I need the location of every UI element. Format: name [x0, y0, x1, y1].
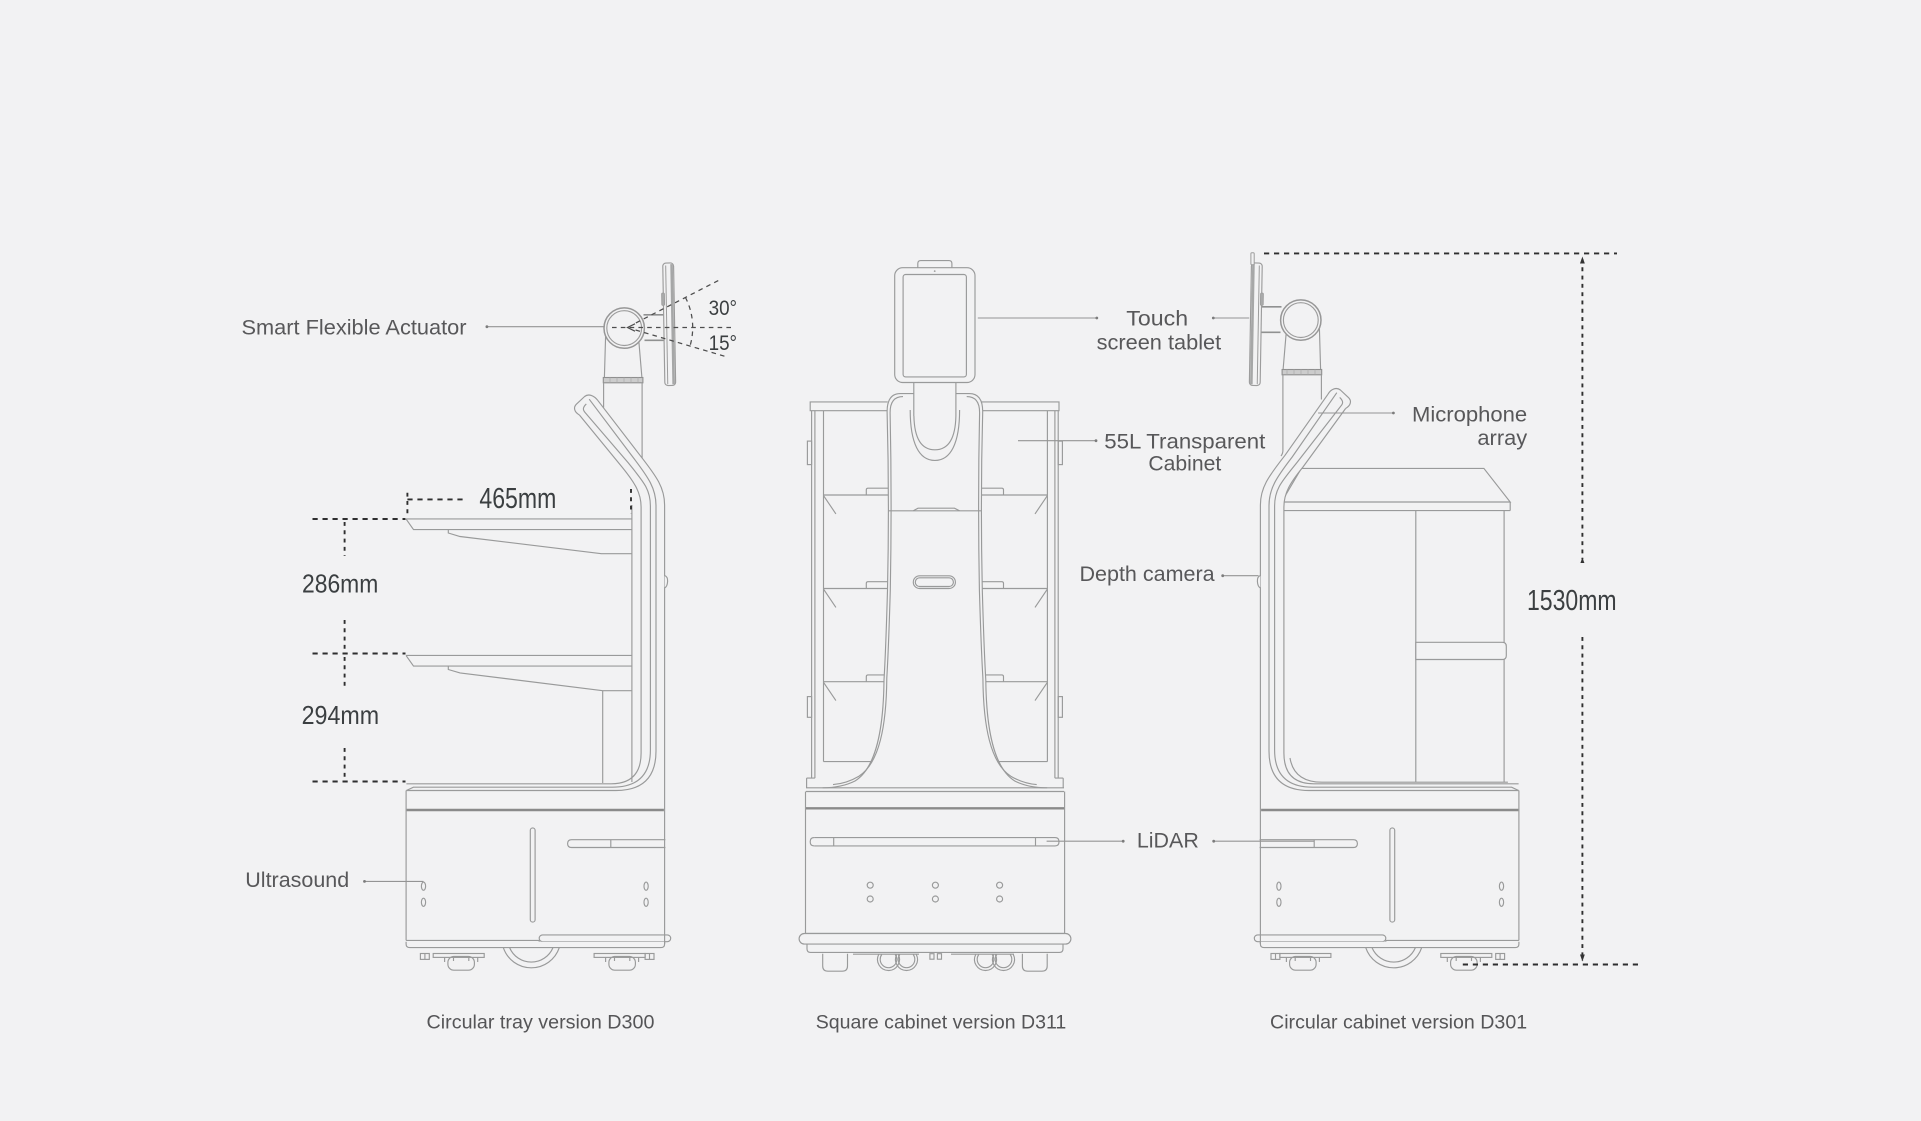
svg-text:30°: 30°	[709, 297, 738, 320]
svg-text:15°: 15°	[709, 332, 738, 355]
svg-text:Square cabinet version D311: Square cabinet version D311	[816, 1012, 1067, 1034]
svg-text:465mm: 465mm	[479, 483, 556, 515]
svg-text:294mm: 294mm	[302, 700, 380, 730]
svg-text:LiDAR: LiDAR	[1137, 829, 1199, 852]
svg-text:Circular tray version D300: Circular tray version D300	[427, 1012, 655, 1034]
svg-text:1530mm: 1530mm	[1527, 585, 1617, 617]
svg-text:Depth camera: Depth camera	[1080, 563, 1215, 586]
svg-text:Microphone: Microphone	[1412, 403, 1527, 426]
svg-text:Ultrasound: Ultrasound	[245, 869, 349, 892]
svg-text:Touch: Touch	[1126, 308, 1188, 331]
svg-text:Smart Flexible Actuator: Smart Flexible Actuator	[242, 316, 467, 339]
svg-text:55L Transparent: 55L Transparent	[1104, 430, 1265, 453]
svg-text:screen tablet: screen tablet	[1097, 331, 1222, 354]
svg-text:array: array	[1477, 427, 1527, 450]
svg-text:Circular cabinet version D301: Circular cabinet version D301	[1270, 1012, 1527, 1034]
svg-text:Cabinet: Cabinet	[1148, 452, 1221, 475]
svg-text:286mm: 286mm	[302, 569, 378, 599]
